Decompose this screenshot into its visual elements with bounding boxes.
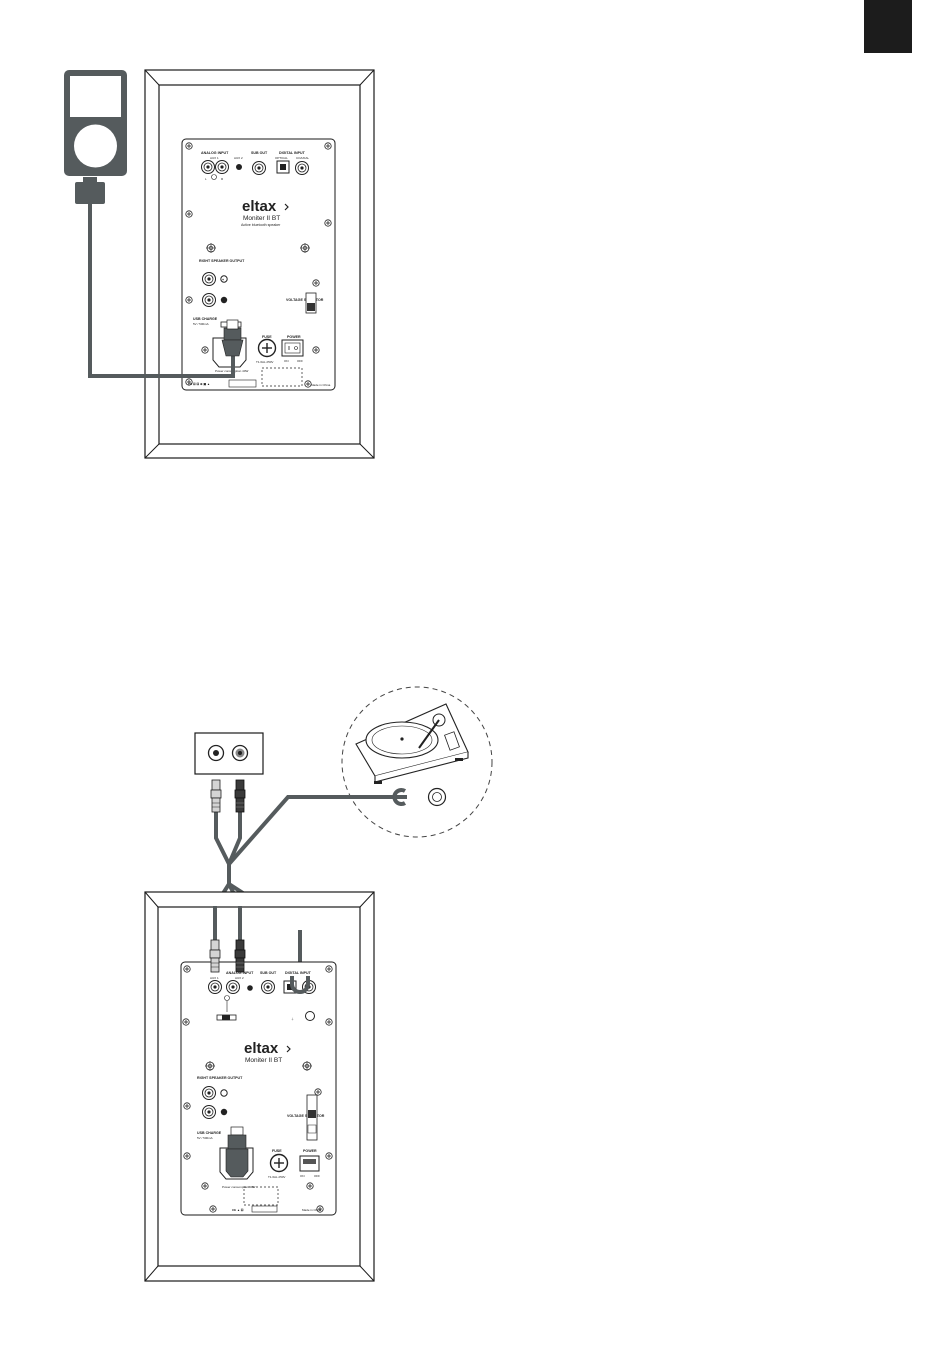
rear-panel-top: ANALOG INPUT AUX 1 AUX 2 SUB OUT DIGITAL…: [181, 138, 336, 391]
usb-plug-icon-bottom: [225, 1126, 249, 1178]
label-fuse-rating: T1.6AL 250V: [256, 360, 273, 364]
label-usb-charge: USB CHARGE: [193, 317, 218, 321]
speaker-output-positive-2[interactable]: [202, 1086, 216, 1100]
label-power: POWER: [287, 335, 301, 339]
label-aux1: AUX 1: [210, 156, 219, 160]
label-coaxial: COAXIAL: [296, 156, 309, 160]
speaker-output-negative-2[interactable]: [202, 1105, 216, 1119]
serial-label-area-2: [243, 1186, 279, 1206]
brand-logo: eltax: [242, 198, 277, 215]
svg-text:+: +: [222, 278, 224, 282]
speaker-output-positive[interactable]: [202, 272, 216, 286]
ground-fork-inserted: [290, 976, 310, 994]
label-power-2: POWER: [303, 1149, 317, 1153]
diagram-turntable-rca: ANALOG INPUT SUB OUT DIGITAL INPUT AUX 1…: [144, 686, 493, 1282]
rear-panel-bottom: ANALOG INPUT SUB OUT DIGITAL INPUT AUX 1…: [180, 961, 337, 1216]
label-off: OFF: [297, 359, 303, 363]
label-sub-out-2: SUB OUT: [260, 971, 277, 975]
rca-plug-icon: [210, 779, 246, 813]
label-left: L: [205, 177, 207, 181]
ground-fork-icon: [392, 788, 407, 806]
label-on: ON: [284, 359, 289, 363]
aux2-jack-2[interactable]: [247, 985, 253, 991]
label-made-in: Made in China: [311, 383, 331, 387]
label-digital-input: DIGITAL INPUT: [279, 151, 306, 155]
label-aux2: AUX 2: [234, 156, 243, 160]
serial-label-area: [261, 367, 303, 387]
label-usb-rating: 5V / 500mA: [193, 322, 209, 326]
label-off-2: OFF: [314, 1174, 320, 1178]
aux1-left-jack-2[interactable]: [208, 980, 222, 994]
label-optical: OPTICAL: [275, 156, 288, 160]
label-usb-charge-2: USB CHARGE: [197, 1131, 222, 1135]
label-usb-rating-2: 5V / 500mA: [197, 1136, 213, 1140]
rca-output-box: [194, 732, 264, 775]
label-analog-input: ANALOG INPUT: [201, 151, 229, 155]
label-fuse: FUSE: [262, 335, 272, 339]
label-right-speaker-output: RIGHT SPEAKER OUTPUT: [199, 259, 245, 263]
model-name: Moniter II BT: [243, 215, 280, 222]
brand-logo-2: eltax: [244, 1040, 279, 1057]
svg-text:CE ☒ ☒ ⊕ ▣ ▲: CE ☒ ☒ ⊕ ▣ ▲: [188, 382, 210, 386]
ipod-usb-cable: [88, 204, 235, 378]
label-aux1-2: AUX 1: [210, 976, 219, 980]
label-right: R: [221, 177, 224, 181]
label-aux2-2: AUX 2: [235, 976, 244, 980]
label-right-speaker-output-2: RIGHT SPEAKER OUTPUT: [197, 1076, 243, 1080]
label-voltage-selector: VOLTAGE SELECTOR: [286, 298, 324, 302]
label-on-2: ON: [300, 1174, 305, 1178]
turntable-icon: [355, 703, 469, 807]
label-analog-input-2: ANALOG INPUT: [226, 971, 254, 975]
page-tab-marker: [864, 0, 912, 53]
label-made-in-2: Made in China: [302, 1208, 322, 1212]
svg-text:CE ▲ ☒: CE ▲ ☒: [232, 1208, 244, 1212]
aux2-jack[interactable]: [236, 164, 242, 170]
aux1-right-jack[interactable]: [215, 160, 229, 174]
ipod-icon: [64, 70, 127, 204]
coaxial-input-jack[interactable]: [295, 161, 309, 175]
aux1-right-jack-2[interactable]: [226, 980, 240, 994]
label-digital-input-2: DIGITAL INPUT: [285, 971, 312, 975]
label-fuse-rating-2: T1.6AL 250V: [268, 1175, 285, 1179]
aux1-left-jack[interactable]: [201, 160, 215, 174]
diagram-ipod-usb: ANALOG INPUT AUX 1 AUX 2 SUB OUT DIGITAL…: [64, 69, 375, 459]
label-sub-out: SUB OUT: [251, 151, 268, 155]
label-fuse-2: FUSE: [272, 1149, 282, 1153]
label-power-rating-2: Power consumption 40W: [222, 1185, 256, 1189]
speaker-output-negative[interactable]: [202, 293, 216, 307]
label-voltage-selector-2: VOLTAGE SELECTOR: [287, 1114, 325, 1118]
sub-out-jack-2[interactable]: [261, 980, 275, 994]
model-subtitle: Active bluetooth speaker: [241, 223, 281, 227]
usb-plug-icon: [221, 319, 244, 357]
model-name-2: Moniter II BT: [245, 1057, 282, 1064]
sub-out-jack[interactable]: [252, 161, 266, 175]
svg-text:⏚: ⏚: [291, 1016, 294, 1021]
